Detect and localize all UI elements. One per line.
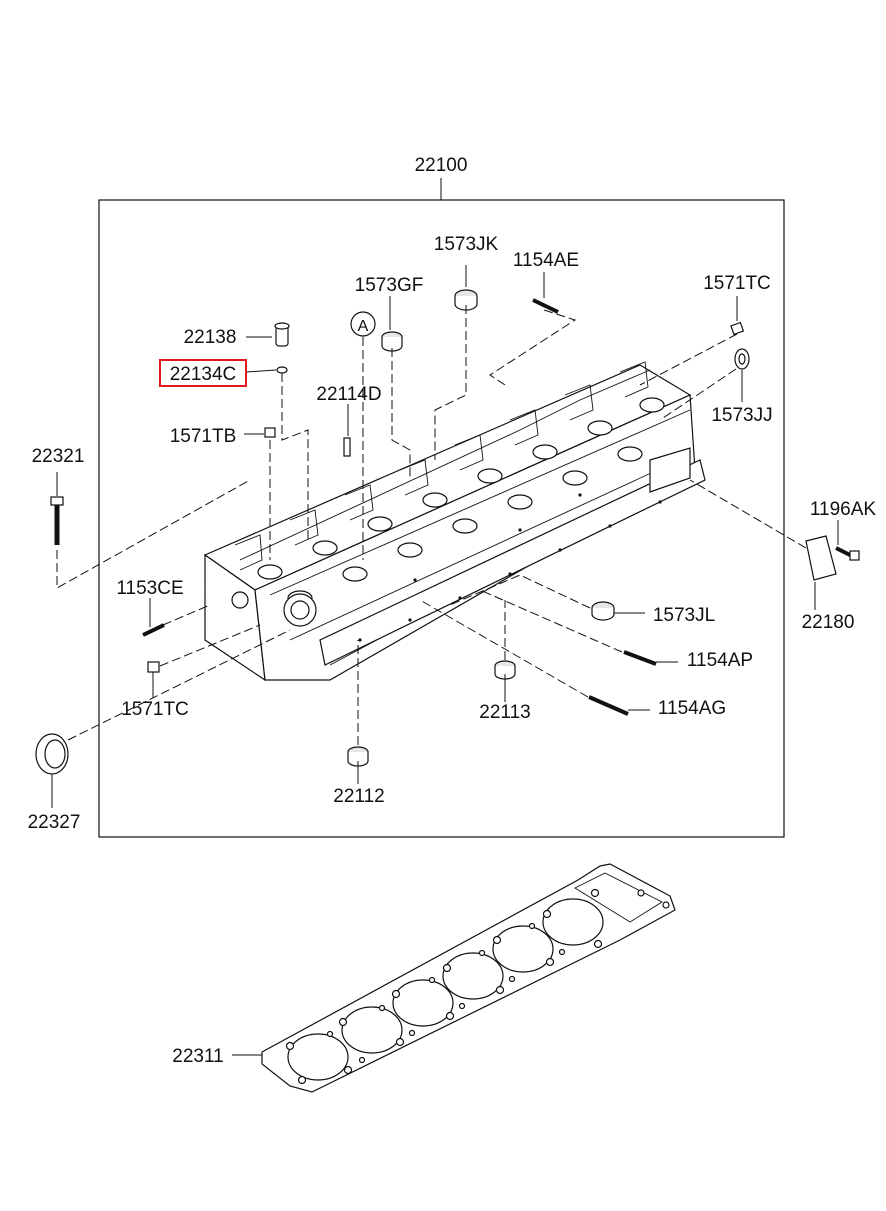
assembly-guides xyxy=(56,305,807,745)
cover-plate-22180 xyxy=(805,535,837,581)
view-marker-a: A xyxy=(358,318,369,335)
assembly-frame xyxy=(98,199,785,838)
leader-lines xyxy=(51,265,839,808)
bolt-22321 xyxy=(50,496,64,506)
stud-1153ce xyxy=(142,623,165,637)
o-ring-22134c xyxy=(276,366,288,374)
label-1571tc-bottom[interactable]: 1571TC xyxy=(121,699,189,720)
label-1196ak[interactable]: 1196AK xyxy=(810,499,877,520)
nut-1571tc-top xyxy=(730,321,745,336)
label-22112[interactable]: 22112 xyxy=(333,786,384,807)
label-1154ap[interactable]: 1154AP xyxy=(687,650,753,671)
label-1154ae[interactable]: 1154AE xyxy=(513,250,579,271)
assembly-label-22100[interactable]: 22100 xyxy=(415,155,468,176)
stud-1154ap xyxy=(623,650,657,666)
cylinder-head-illustration xyxy=(203,361,706,682)
label-1573jk[interactable]: 1573JK xyxy=(434,234,499,255)
head-lower-flange xyxy=(319,459,706,666)
label-1573jl[interactable]: 1573JL xyxy=(653,605,715,626)
highlight-box-22134c xyxy=(159,359,247,387)
nut-1571tb xyxy=(264,427,276,438)
stud-1154ae xyxy=(532,298,559,314)
label-1573jj[interactable]: 1573JJ xyxy=(711,405,772,426)
dowel-22114d xyxy=(343,437,351,457)
label-1153ce[interactable]: 1153CE xyxy=(116,578,183,599)
label-22113[interactable]: 22113 xyxy=(479,702,530,723)
head-side-face xyxy=(254,394,696,681)
nut-1571tc-bottom xyxy=(147,661,160,673)
bolt-1196ak xyxy=(835,546,853,558)
label-22327[interactable]: 22327 xyxy=(28,812,81,833)
label-1154ag[interactable]: 1154AG xyxy=(658,698,726,719)
label-22311[interactable]: 22311 xyxy=(172,1046,223,1067)
label-1573gf[interactable]: 1573GF xyxy=(355,275,424,296)
label-1571tc-top[interactable]: 1571TC xyxy=(703,273,771,294)
view-marker-circle xyxy=(350,311,376,337)
label-22180[interactable]: 22180 xyxy=(802,612,855,633)
label-22321[interactable]: 22321 xyxy=(32,446,85,467)
head-gasket-illustration xyxy=(261,863,676,1093)
label-22134c[interactable]: 22134C xyxy=(170,364,237,385)
label-22114d[interactable]: 22114D xyxy=(316,384,381,405)
stud-1154ag xyxy=(588,695,629,716)
label-22138[interactable]: 22138 xyxy=(184,327,237,348)
label-1571tb[interactable]: 1571TB xyxy=(170,426,237,447)
